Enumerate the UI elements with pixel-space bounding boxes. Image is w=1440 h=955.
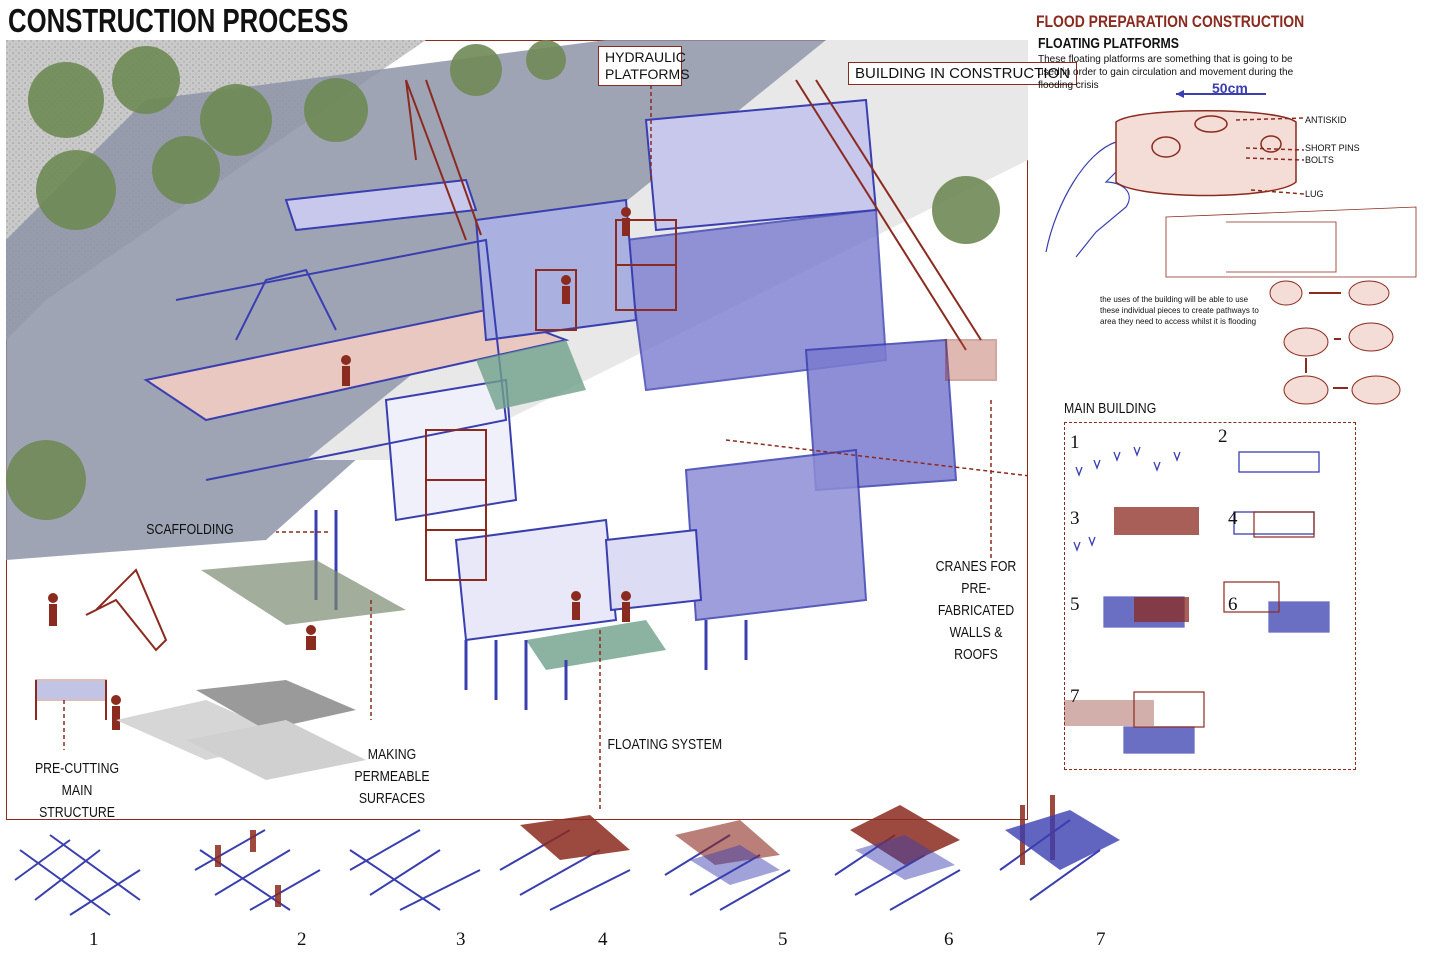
callout-bolts: BOLTS — [1305, 155, 1334, 165]
green-roof-2 — [526, 620, 666, 670]
construction-sequence-diagram — [14, 795, 1120, 916]
main-building-steps-diagram — [1064, 446, 1330, 754]
worker-figures — [48, 207, 631, 730]
scaffolding — [425, 219, 677, 581]
mb-step-3: 3 — [1070, 508, 1080, 529]
tile-grid — [1165, 206, 1417, 278]
scaffolding-label: SCAFFOLDING — [146, 521, 234, 538]
mb-step-2: 2 — [1218, 426, 1228, 447]
mb-step-4: 4 — [1228, 508, 1238, 529]
floating-platforms-subheading: FLOATING PLATFORMS — [1038, 35, 1179, 52]
sequence-step-3: 3 — [456, 929, 466, 950]
page-title: CONSTRUCTION PROCESS — [8, 2, 349, 39]
floating-platform-diagram — [1045, 90, 1417, 405]
trees — [6, 40, 1000, 520]
sequence-step-5: 5 — [778, 929, 788, 950]
sequence-step-2: 2 — [297, 929, 307, 950]
mb-step-5: 5 — [1070, 594, 1080, 615]
flood-heading: FLOOD PREPARATION CONSTRUCTION — [1036, 12, 1305, 31]
piles — [314, 510, 748, 710]
building-frames — [175, 98, 958, 642]
site-axonometric-illustration — [6, 40, 1028, 810]
building-in-construction-label: BUILDING IN CONSTRUCTION — [848, 62, 1078, 85]
flood-description: These floating platforms are something t… — [1038, 54, 1294, 91]
mb-step-6: 6 — [1228, 594, 1238, 615]
green-roof-1 — [476, 340, 586, 410]
bush-bed — [201, 560, 406, 625]
crane-right — [795, 79, 997, 381]
dimension-label: 50cm — [1212, 80, 1248, 96]
platform-block — [1115, 110, 1297, 197]
permeable-label: MAKING PERMEABLE SURFACES — [354, 746, 430, 807]
sequence-step-1: 1 — [89, 929, 99, 950]
mb-step-7: 7 — [1070, 686, 1080, 707]
gravel-ground — [6, 40, 426, 340]
sequence-step-7: 7 — [1096, 929, 1106, 950]
permeable-panel-2 — [196, 680, 356, 730]
sequence-step-6: 6 — [944, 929, 954, 950]
sequence-step-4: 4 — [598, 929, 608, 950]
precut-frame — [35, 568, 168, 720]
permeable-panel-3 — [186, 720, 366, 780]
cranes-label: CRANES FOR PRE-FABRICATED WALLS & ROOFS — [935, 558, 1017, 663]
floating-system-label: FLOATING SYSTEM — [607, 736, 723, 753]
mb-step-1: 1 — [1070, 432, 1080, 453]
main-building-heading: MAIN BUILDING — [1064, 400, 1157, 417]
precutting-label: PRE-CUTTING MAIN STRUCTURE — [34, 760, 120, 821]
platform-usage-text: the uses of the building will be able to… — [1100, 295, 1259, 326]
callout-lug: LUG — [1305, 189, 1324, 199]
hydraulic-platforms-label: HYDRAULIC PLATFORMS — [598, 46, 690, 86]
main-building-steps-frame — [1064, 422, 1356, 770]
crane-left — [405, 79, 482, 241]
callout-antiskid: ANTISKID — [1305, 115, 1347, 125]
leader-main-building — [725, 439, 1028, 477]
callout-short-pins: SHORT PINS — [1305, 143, 1360, 153]
